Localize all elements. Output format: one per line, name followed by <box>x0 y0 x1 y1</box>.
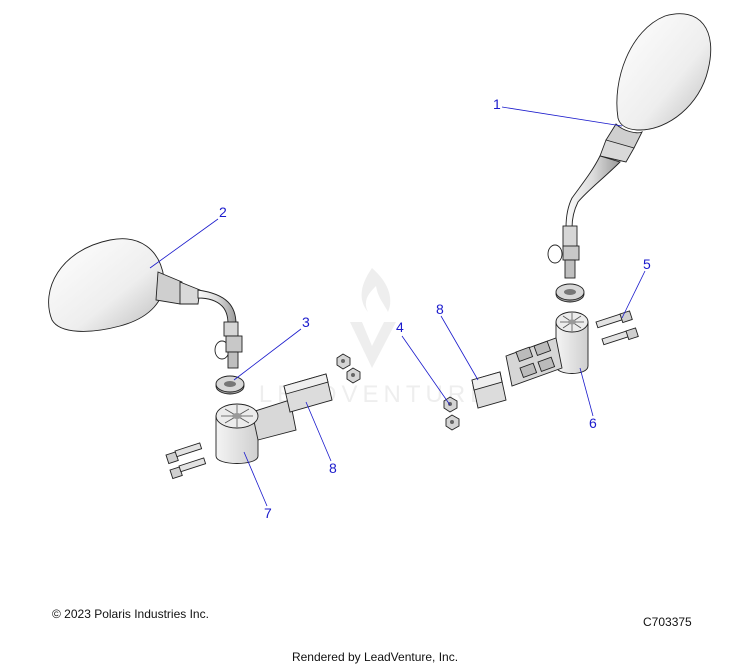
callout-2: 2 <box>219 204 227 220</box>
nuts-left <box>336 353 361 384</box>
washer-left <box>215 375 245 395</box>
callout-6: 6 <box>589 415 597 431</box>
clamp-cap-right <box>471 371 507 409</box>
clamp-cap-left <box>283 373 333 413</box>
washer-right <box>555 283 585 303</box>
diagram-code: C703375 <box>643 615 692 629</box>
mirror-left <box>48 238 243 369</box>
callout-3: 3 <box>302 314 310 330</box>
mirror-right <box>547 13 712 279</box>
bolts-right <box>595 310 639 346</box>
clamp-right <box>505 311 589 387</box>
callout-7: 7 <box>264 505 272 521</box>
leader-lines <box>149 106 646 507</box>
callout-4: 4 <box>396 319 404 335</box>
callout-1: 1 <box>493 96 501 112</box>
rendered-by-text: Rendered by LeadVenture, Inc. <box>291 650 459 664</box>
callout-8-left: 8 <box>329 460 337 476</box>
copyright-text: © 2023 Polaris Industries Inc. <box>52 607 209 621</box>
callout-8-right: 8 <box>436 301 444 317</box>
clamp-left <box>215 399 297 464</box>
nuts-right <box>443 396 460 431</box>
callout-5: 5 <box>643 256 651 272</box>
bolts-left <box>165 442 207 480</box>
